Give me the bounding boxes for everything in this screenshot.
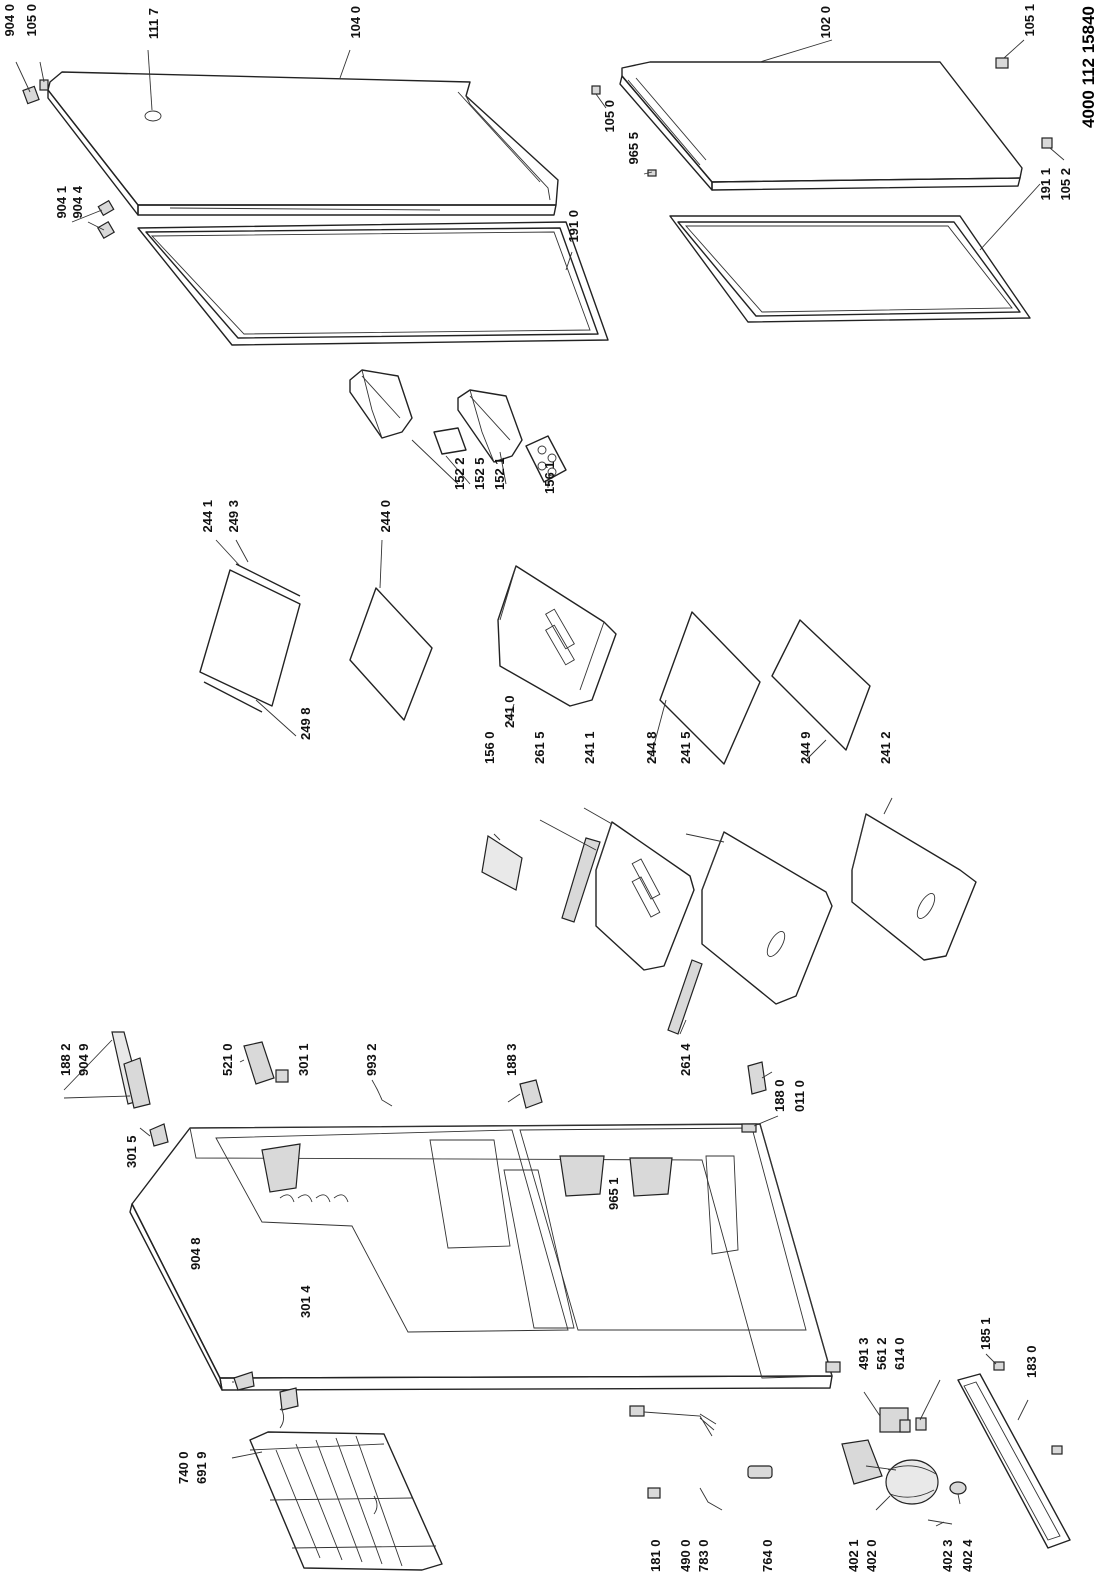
label-491-3: 491 3 xyxy=(856,1337,871,1370)
label-740-0: 740 0 xyxy=(176,1451,191,1484)
cabinet-body xyxy=(129,1123,841,1391)
label-965-1: 965 1 xyxy=(606,1177,621,1210)
label-191-0: 191 0 xyxy=(566,210,581,243)
label-249-8: 249 8 xyxy=(298,707,313,740)
door-bin-152-1 xyxy=(457,389,523,463)
label-104-0: 104 0 xyxy=(348,6,363,39)
label-764-0: 764 0 xyxy=(760,1539,775,1572)
label-156-0: 156 0 xyxy=(482,731,497,764)
label-904-8: 904 8 xyxy=(188,1237,203,1270)
label-241-1: 241 1 xyxy=(582,731,597,764)
upper-door-104 xyxy=(47,71,559,216)
drawer-241-1 xyxy=(595,821,695,971)
egg-tray-156-1 xyxy=(525,435,567,483)
label-261-5: 261 5 xyxy=(532,731,547,764)
label-102-0: 102 0 xyxy=(818,6,833,39)
label-188-3: 188 3 xyxy=(504,1043,519,1076)
label-301-5: 301 5 xyxy=(124,1135,139,1168)
door-bin-lid-152-5 xyxy=(433,427,467,455)
label-965-5: 965 5 xyxy=(626,132,641,165)
part-labels: 904 0 105 0 111 7 104 0 102 0 105 1 904 … xyxy=(2,4,1073,1572)
label-244-9: 244 9 xyxy=(798,731,813,764)
drawer-241-5 xyxy=(701,831,833,1005)
thermostat-parts xyxy=(111,1031,767,1109)
glass-shelf-244-1 xyxy=(199,563,301,713)
label-490-0: 490 0 xyxy=(678,1539,693,1572)
crisper-cover-244-9 xyxy=(771,619,871,751)
label-156-1: 156 1 xyxy=(542,461,557,494)
logo-badge-111 xyxy=(144,110,162,122)
label-904-9: 904 9 xyxy=(76,1043,91,1076)
lower-gasket-191-1 xyxy=(669,215,1031,323)
compressor-plate-183 xyxy=(957,1361,1071,1549)
label-614-0: 614 0 xyxy=(892,1337,907,1370)
label-181-0: 181 0 xyxy=(648,1539,663,1572)
upper-gasket-191 xyxy=(137,221,609,346)
label-402-4: 402 4 xyxy=(960,1539,975,1572)
door-bin-152-2 xyxy=(349,369,413,439)
leader-lines xyxy=(15,39,1065,1527)
label-783-0: 783 0 xyxy=(696,1539,711,1572)
label-244-1: 244 1 xyxy=(200,500,215,533)
label-301-1: 301 1 xyxy=(296,1043,311,1076)
label-241-0: 241 0 xyxy=(502,695,517,728)
drawing-number: 4000 112 15840 xyxy=(1079,6,1098,128)
compressor-402 xyxy=(841,1439,967,1525)
drawer-241-2 xyxy=(851,813,977,961)
capacitor-764 xyxy=(747,1465,773,1479)
label-904-1: 904 1 xyxy=(54,186,69,219)
label-244-8: 244 8 xyxy=(644,731,659,764)
label-183-0: 183 0 xyxy=(1024,1345,1039,1378)
label-152-1: 152 1 xyxy=(492,457,507,490)
label-521-0: 521 0 xyxy=(220,1043,235,1076)
label-261-4: 261 4 xyxy=(678,1043,693,1076)
label-105-0-a: 105 0 xyxy=(24,4,39,37)
label-301-4: 301 4 xyxy=(298,1285,313,1318)
condenser-740 xyxy=(249,1409,443,1571)
label-241-2: 241 2 xyxy=(878,731,893,764)
label-402-0: 402 0 xyxy=(864,1539,879,1572)
label-402-1: 402 1 xyxy=(846,1539,861,1572)
label-993-2: 993 2 xyxy=(364,1043,379,1076)
label-904-4: 904 4 xyxy=(70,185,85,218)
label-188-0: 188 0 xyxy=(772,1079,787,1112)
label-105-0-b: 105 0 xyxy=(602,100,617,133)
label-105-2: 105 2 xyxy=(1058,168,1073,201)
label-185-1: 185 1 xyxy=(978,1317,993,1350)
glass-shelf-244-0 xyxy=(349,587,433,721)
label-244-0: 244 0 xyxy=(378,500,393,533)
label-249-3: 249 3 xyxy=(226,500,241,533)
relay-parts xyxy=(879,1407,927,1433)
label-188-2: 188 2 xyxy=(58,1043,73,1076)
power-cable-490 xyxy=(629,1405,723,1511)
label-191-1: 191 1 xyxy=(1038,168,1053,201)
label-152-5: 152 5 xyxy=(472,457,487,490)
label-904-0: 904 0 xyxy=(2,4,17,37)
label-241-5: 241 5 xyxy=(678,731,693,764)
label-561-2: 561 2 xyxy=(874,1337,889,1370)
cabinet-small-parts xyxy=(149,1123,299,1411)
crisper-cover-244-8 xyxy=(659,611,761,765)
drawer-rails xyxy=(481,834,703,1035)
label-691-9: 691 9 xyxy=(194,1451,209,1484)
lower-door-102 xyxy=(619,61,1023,191)
lower-door-hinge-parts xyxy=(591,57,1053,177)
label-152-2: 152 2 xyxy=(452,457,467,490)
label-105-1: 105 1 xyxy=(1022,4,1037,37)
label-011-0: 011 0 xyxy=(792,1080,807,1112)
label-402-3: 402 3 xyxy=(940,1539,955,1572)
label-111-7: 111 7 xyxy=(146,8,161,39)
drawer-241-0 xyxy=(497,565,617,707)
